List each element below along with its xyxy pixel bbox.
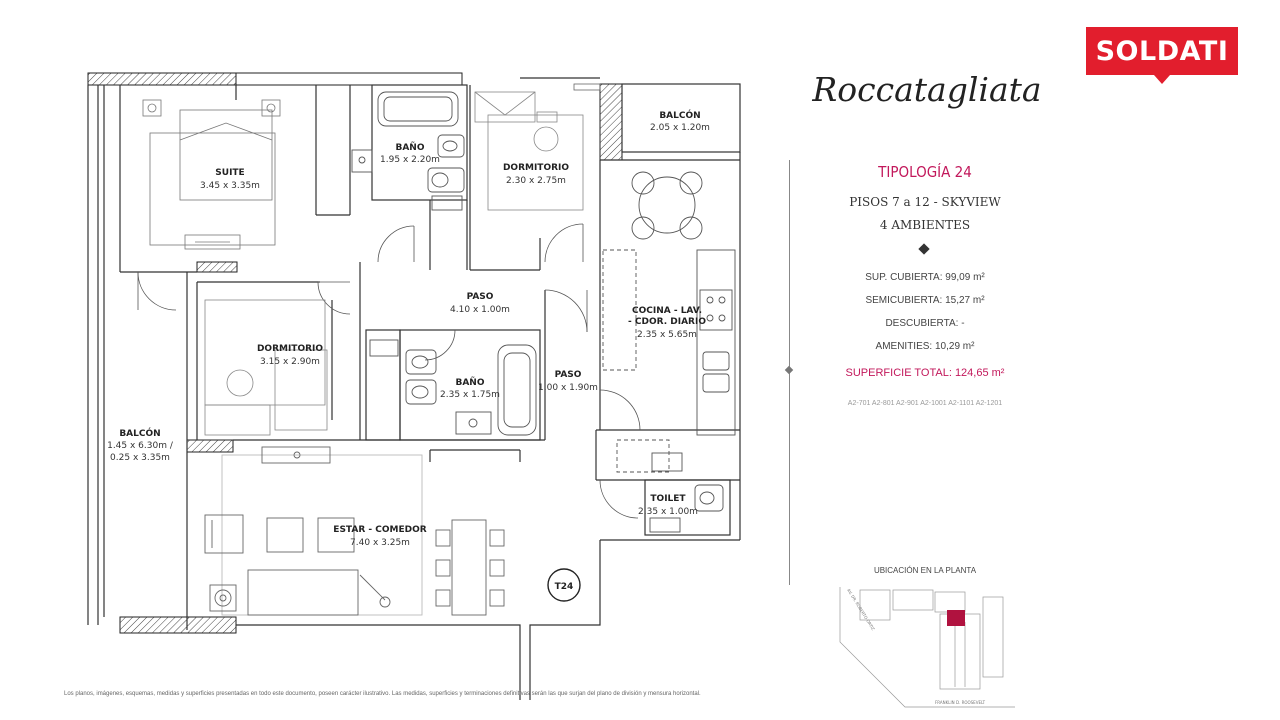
size-balcon-left-1: 1.45 x 6.30m /: [107, 441, 174, 451]
bath2-fixtures: [369, 339, 537, 436]
room-labels: SUITE 3.45 x 3.35m BAÑO 1.95 x 2.20m DOR…: [107, 109, 710, 548]
street-left-label: AV. DR. ROBERTO ORTIZ: [846, 588, 876, 632]
dormitorio1-furniture: [474, 91, 584, 211]
size-suite: 3.45 x 3.35m: [200, 181, 260, 191]
spec-value: 15,27 m²: [945, 295, 985, 306]
kitchen-dining-furniture: [631, 171, 703, 240]
spec-label: SUP. CUBIERTA:: [865, 272, 943, 283]
size-balcon-left-2: 0.25 x 3.35m: [110, 453, 170, 463]
spec-value: -: [961, 318, 965, 329]
project-name: Roccatagliata: [812, 69, 1042, 109]
floor-plan: SUITE 3.45 x 3.35m BAÑO 1.95 x 2.20m DOR…: [87, 72, 741, 700]
location-title: UBICACIÓN EN LA PLANTA: [873, 566, 977, 575]
living-furniture: [204, 446, 505, 616]
label-paso2: PASO: [555, 370, 582, 380]
ambientes-line: 4 AMBIENTES: [879, 218, 971, 232]
size-paso2: 1.00 x 1.90m: [538, 383, 598, 393]
suite-furniture: [142, 99, 281, 250]
unit-codes: A2-701 A2-801 A2-901 A2-1001 A2-1101 A2-…: [847, 400, 1003, 407]
label-bano2: BAÑO: [455, 377, 484, 388]
size-balcon-top: 2.05 x 1.20m: [650, 123, 710, 133]
label-estar: ESTAR - COMEDOR: [333, 525, 426, 535]
street-bottom-label: FRANKLIN D. ROOSEVELT: [935, 700, 986, 705]
spec-amenities: AMENITIES: 10,29 m²: [800, 341, 1050, 352]
label-bano1: BAÑO: [395, 142, 424, 153]
diamond-icon: [918, 243, 930, 255]
size-estar: 7.40 x 3.25m: [350, 538, 410, 548]
size-toilet: 2.35 x 1.00m: [638, 507, 698, 517]
disclaimer: Los planos, imágenes, esquemas, medidas …: [64, 691, 701, 697]
spec-descubierta: DESCUBIERTA: -: [800, 318, 1050, 329]
unit-location-highlight: [947, 610, 965, 626]
spec-label: DESCUBIERTA:: [885, 318, 959, 329]
label-dormitorio2: DORMITORIO: [257, 344, 323, 354]
label-cocina-line1: COCINA - LAV.: [632, 306, 702, 316]
unit-tag-label: T24: [555, 582, 574, 592]
balcony-top-detail: [573, 83, 601, 91]
toilet-fixtures: [649, 484, 724, 533]
spec-cubierta: SUP. CUBIERTA: 99,09 m²: [800, 272, 1050, 283]
size-dormitorio1: 2.30 x 2.75m: [506, 176, 566, 186]
interior-walls: [87, 77, 741, 700]
door-swings: [137, 223, 641, 519]
divider-diamond-icon: [784, 365, 794, 375]
spec-value: 10,29 m²: [935, 341, 975, 352]
total-label: SUPERFICIE TOTAL:: [845, 367, 952, 379]
label-balcon-left: BALCÓN: [119, 427, 160, 439]
label-cocina-line2: - CDOR. DIARIO: [628, 317, 706, 327]
total-value: 124,65 m²: [954, 367, 1005, 379]
tipologia-title: TIPOLOGÍA 24: [878, 163, 972, 181]
size-paso1: 4.10 x 1.00m: [450, 305, 510, 315]
pisos-line: PISOS 7 a 12 - SKYVIEW: [849, 195, 1001, 209]
label-balcon-top: BALCÓN: [659, 109, 700, 121]
dormitorio2-furniture: [204, 299, 328, 436]
exterior-walls: [87, 72, 623, 634]
size-cocina: 2.35 x 5.65m: [637, 330, 697, 340]
location-minimap: AV. DR. ROBERTO ORTIZ FRANKLIN D. ROOSEV…: [839, 587, 1015, 708]
unit-tag: T24: [547, 568, 581, 602]
spec-label: SEMICUBIERTA:: [865, 295, 943, 306]
spec-total: SUPERFICIE TOTAL: 124,65 m²: [800, 367, 1050, 379]
size-bano1: 1.95 x 2.20m: [380, 155, 440, 165]
spec-label: AMENITIES:: [875, 341, 933, 352]
label-suite: SUITE: [215, 168, 244, 178]
label-paso1: PASO: [467, 292, 494, 302]
logo-pointer-icon: [1154, 75, 1170, 84]
size-dormitorio2: 3.15 x 2.90m: [260, 357, 320, 367]
bath1-fixtures: [351, 91, 465, 211]
soldati-logo: SOLDATI: [1086, 27, 1238, 75]
spec-value: 99,09 m²: [945, 272, 985, 283]
kitchen-counter: [602, 249, 736, 473]
label-toilet: TOILET: [650, 494, 686, 504]
label-dormitorio1: DORMITORIO: [503, 163, 569, 173]
size-bano2: 2.35 x 1.75m: [440, 390, 500, 400]
spec-semicubierta: SEMICUBIERTA: 15,27 m²: [800, 295, 1050, 306]
